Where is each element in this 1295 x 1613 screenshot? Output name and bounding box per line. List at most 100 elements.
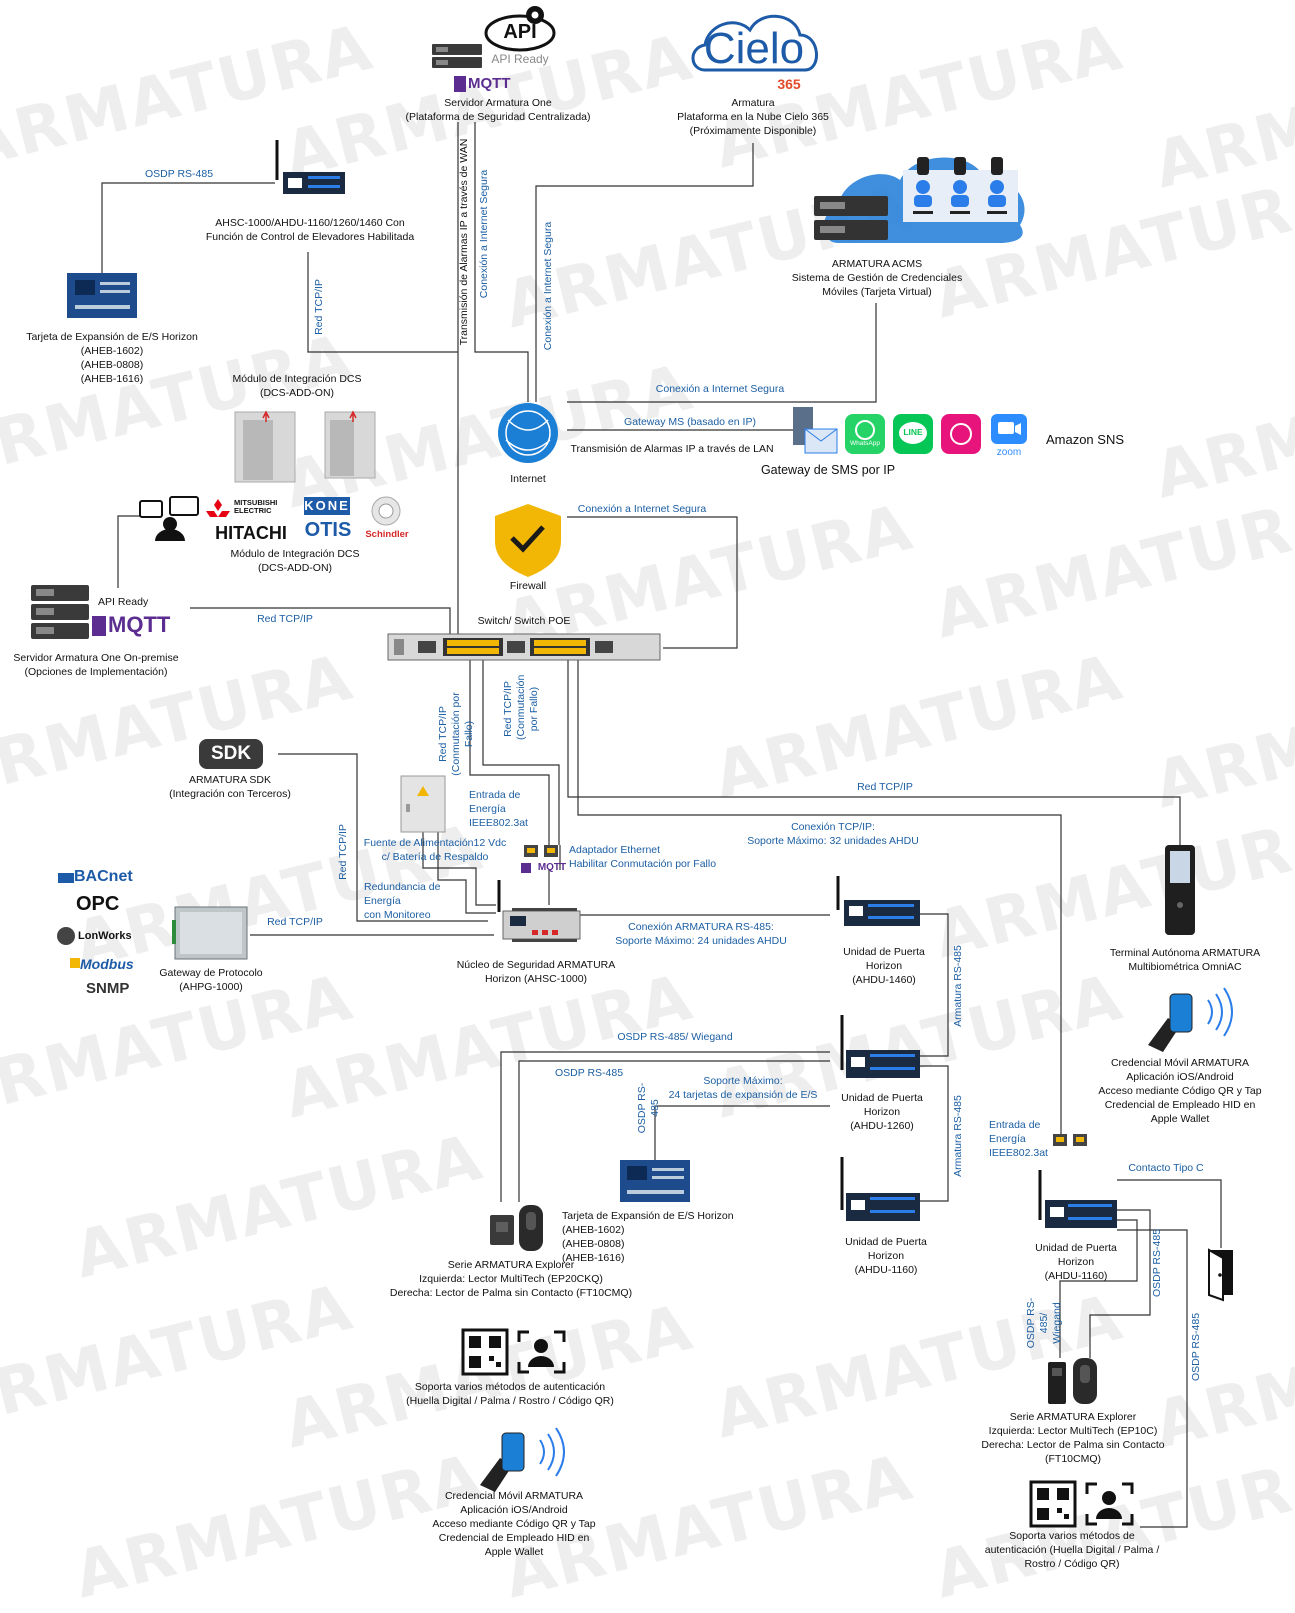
- ahdu-1160-device-icon: [840, 1157, 920, 1221]
- multitech-reader-right-icon: [1048, 1362, 1066, 1404]
- security-core-label: Núcleo de Seguridad ARMATURA Horizon (AH…: [456, 959, 616, 985]
- palm-reader-icon: [519, 1205, 543, 1251]
- sms-gateway-icon: [793, 407, 838, 454]
- palm-reader-right-icon: [1073, 1358, 1097, 1404]
- rs485-vertical-2: Armatura RS-485: [952, 1095, 964, 1177]
- onprem-tcp-label: Red TCP/IP: [257, 613, 313, 625]
- gateway-tcp-label: Red TCP/IP: [267, 916, 323, 928]
- secure-internet-label-3: Conexión a Internet Segura: [655, 383, 785, 395]
- ethernet-adapter-icon: [521, 845, 558, 873]
- osdp-top-label: OSDP RS-485: [144, 168, 214, 180]
- expansion-board-middle-label: Tarjeta de Expansión de E/S Horizon (AHE…: [562, 1210, 734, 1264]
- redundancy-label: Redundancia de Energía con Monitoreo: [364, 881, 441, 921]
- acms-label: ARMATURA ACMS Sistema de Gestión de Cred…: [791, 258, 963, 298]
- ahdu-1260-label: Unidad de Puerta Horizon (AHDU-1260): [841, 1092, 923, 1132]
- poe-input-label: Entrada de Energía IEEE802.3at: [469, 789, 528, 829]
- cielo-cloud-icon: [691, 14, 818, 72]
- qr-code-icon: [461, 1328, 509, 1376]
- line-icon: [893, 414, 933, 454]
- onprem-mqtt-text: MQTT: [108, 612, 171, 637]
- rs485-connection-label: Conexión ARMATURA RS-485: Soporte Máximo…: [615, 921, 787, 947]
- kone-logo-icon: [304, 497, 350, 515]
- auth-methods-right-label: Soporta varios métodos de autenticación …: [984, 1530, 1160, 1570]
- mobile-credential-label: Credencial Móvil ARMATURA Aplicación iOS…: [432, 1490, 596, 1558]
- mqtt-small-text: MQTT: [537, 862, 567, 873]
- explorer-series-label: Serie ARMATURA Explorer Izquierda: Lecto…: [389, 1259, 633, 1299]
- zoom-text: zoom: [996, 447, 1022, 458]
- sms-gateway-label: Gateway de SMS por IP: [760, 463, 896, 477]
- expansion-board-label: Tarjeta de Expansión de E/S Horizon (AHE…: [26, 331, 198, 385]
- secure-internet-label-1: Conexión a Internet Segura: [478, 169, 490, 299]
- acms-cloud-icon: [814, 157, 1025, 243]
- ahsc-device-icon: [275, 140, 345, 194]
- omniac-label: Terminal Autónoma ARMATURA Multibiométri…: [1109, 947, 1261, 973]
- mitsubishi-logo-icon: [206, 499, 230, 517]
- mqtt-text: MQTT: [468, 75, 511, 92]
- amazon-sns-icon: [941, 414, 981, 454]
- onprem-api-ready: API Ready: [98, 596, 149, 608]
- internet-label: Internet: [510, 473, 546, 485]
- lan-alarm-label: Transmisión de Alarmas IP a través de LA…: [570, 443, 774, 455]
- ethernet-adapter-label: Adaptador Ethernet Habilitar Conmutación…: [569, 844, 717, 870]
- mobile-credential-right-icon: [1148, 987, 1233, 1052]
- schindler-logo-text: Schindler: [365, 529, 409, 540]
- secure-internet-label-2: Conexión a Internet Segura: [542, 221, 554, 351]
- ahdu-1160-right-device-icon: [1038, 1170, 1117, 1228]
- whatsapp-icon: [845, 414, 885, 454]
- firewall-label: Firewall: [509, 580, 547, 592]
- protocol-gateway-label: Gateway de Protocolo (AHPG-1000): [159, 967, 263, 993]
- ahsc-elevator-label: AHSC-1000/AHDU-1160/1260/1460 Con Funció…: [205, 217, 415, 243]
- onprem-server-label: Servidor Armatura One On-premise (Opcion…: [13, 652, 179, 678]
- security-core-icon: [497, 880, 581, 942]
- ahdu-1460-device-icon: [836, 876, 920, 926]
- expansion-board-middle-icon: [620, 1160, 690, 1202]
- tcpip-vertical-label: Red TCP/IP: [313, 279, 325, 335]
- sdk-badge-text: SDK: [210, 743, 252, 764]
- kone-logo-text: KONE: [304, 498, 350, 513]
- contact-type-c-label: Contacto Tipo C: [1128, 1162, 1204, 1174]
- operator-monitors-icon: [139, 496, 199, 541]
- explorer-series-right-label: Serie ARMATURA Explorer Izquierda: Lecto…: [981, 1411, 1165, 1465]
- mobile-credential-icon: [480, 1427, 565, 1492]
- omniac-terminal-icon: [1165, 845, 1195, 935]
- api-server-icon: [432, 6, 556, 68]
- firewall-shield-icon: [495, 504, 561, 577]
- protocol-lonworks: LonWorks: [78, 930, 132, 942]
- sdk-label: ARMATURA SDK (Integración con Terceros): [169, 774, 291, 800]
- protocol-gateway-icon: [172, 906, 248, 960]
- connector-lines: [101, 122, 1222, 1528]
- face-recognition-right-icon: [1085, 1482, 1134, 1526]
- right-network-label: Red TCP/IP: [857, 781, 913, 793]
- ahdu-1260-device-icon: [840, 1015, 920, 1078]
- api-logo-text: API: [503, 21, 537, 43]
- osdp-right-vertical-2: OSDP RS-485: [1190, 1312, 1202, 1382]
- multitech-reader-icon: [490, 1215, 514, 1245]
- support-max-label: Soporte Máximo: 24 tarjetas de expansión…: [668, 1075, 818, 1101]
- protocol-opc: OPC: [76, 893, 120, 915]
- central-server-label: Servidor Armatura One (Plataforma de Seg…: [405, 97, 591, 123]
- sdk-tcp-label: Red TCP/IP: [337, 824, 349, 880]
- sdk-badge-icon: [199, 739, 263, 769]
- mobile-credential-right-label: Credencial Móvil ARMATURA Aplicación iOS…: [1098, 1057, 1262, 1125]
- dcs-cabinet-icon: [234, 410, 376, 483]
- cielo-logo-text: Cielo: [703, 24, 805, 73]
- cielo-365-text: 365: [777, 76, 801, 92]
- mqtt-logo-icon: [454, 76, 466, 92]
- protocol-bacnet: BACnet: [74, 868, 133, 885]
- power-supply-icon: [400, 775, 446, 833]
- power-supply-label: Fuente de Alimentación12 Vdc c/ Batería …: [363, 837, 507, 863]
- internet-globe-icon: [498, 403, 558, 463]
- mitsubishi-text: MITSUBISHI ELECTRIC: [234, 498, 278, 515]
- cielo-label: Armatura Plataforma en la Nube Cielo 365…: [677, 97, 829, 137]
- right-ethernet-ports-icon: [1053, 1134, 1087, 1146]
- tcp-connection-label: Conexión TCP/IP: Soporte Máximo: 32 unid…: [747, 821, 919, 847]
- protocol-logos-icon: [57, 873, 80, 968]
- osdp-right-vertical-1: OSDP RS-485: [1151, 1228, 1163, 1298]
- ahdu-1160-label: Unidad de Puerta Horizon (AHDU-1160): [845, 1236, 927, 1276]
- api-ready-text: API Ready: [491, 52, 549, 66]
- poe-input-right-label: Entrada de Energía IEEE802.3at: [989, 1119, 1048, 1159]
- dcs-bottom-label: Módulo de Integración DCS (DCS-ADD-ON): [230, 548, 360, 574]
- expansion-board-icon: [67, 273, 137, 318]
- osdp-wiegand-right-vertical: OSDP RS-485/ Wiegand: [1025, 1297, 1063, 1349]
